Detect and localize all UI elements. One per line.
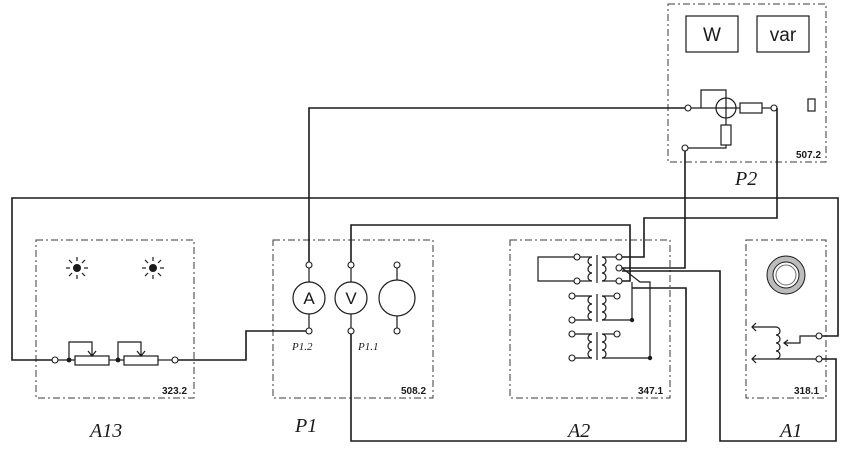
module-label-a1: A1 xyxy=(778,420,802,442)
terminal xyxy=(770,104,778,112)
lamp-icon xyxy=(142,257,164,279)
module-label-p1: P1 xyxy=(294,415,317,437)
terminal xyxy=(815,355,823,363)
module-label-a2: A2 xyxy=(566,420,590,442)
terminal-label-p1-1: P1.1 xyxy=(357,341,378,353)
terminal xyxy=(305,261,313,269)
terminal xyxy=(573,277,581,285)
meter-icon xyxy=(378,279,416,317)
watt-display xyxy=(685,15,739,53)
voltmeter-symbol: V xyxy=(345,289,357,308)
lamp-icon xyxy=(66,257,88,279)
wire xyxy=(11,197,839,361)
terminal xyxy=(684,104,692,112)
terminal xyxy=(681,144,689,152)
terminal xyxy=(51,356,59,364)
wire xyxy=(622,108,778,258)
module-code-p1: 508.2 xyxy=(401,386,426,397)
module-code-a13: 323.2 xyxy=(162,386,187,397)
module-frame-p2 xyxy=(667,3,827,163)
rheostat-icon xyxy=(68,341,110,366)
terminal xyxy=(615,253,623,261)
autotransformer-icon xyxy=(766,255,806,295)
terminal xyxy=(573,253,581,261)
module-code-p2: 507.2 xyxy=(796,150,821,161)
wire xyxy=(622,151,686,269)
transformer-icon xyxy=(587,255,607,283)
terminal xyxy=(171,356,179,364)
wire xyxy=(350,224,631,282)
terminal xyxy=(393,261,401,269)
wire xyxy=(350,287,687,442)
wire xyxy=(308,107,685,262)
terminal xyxy=(347,327,355,335)
module-frame-p1 xyxy=(272,239,434,399)
terminal xyxy=(613,292,621,300)
terminal xyxy=(305,327,313,335)
module-code-a2: 347.1 xyxy=(638,386,663,397)
module-label-a13: A13 xyxy=(88,420,122,442)
terminal xyxy=(615,264,623,272)
ammeter-symbol: A xyxy=(303,289,315,308)
module-code-a1: 318.1 xyxy=(794,386,819,397)
module-frame-a13 xyxy=(35,239,195,399)
terminal xyxy=(568,354,576,362)
transformer-icon xyxy=(587,294,607,322)
wire xyxy=(622,270,837,442)
rheostat-icon xyxy=(117,341,159,366)
module-frame-a1 xyxy=(745,239,827,399)
wire xyxy=(178,330,306,361)
terminal-label-p1-2: P1.2 xyxy=(291,341,313,353)
indicator-icon xyxy=(807,98,816,112)
terminal xyxy=(568,316,576,324)
var-display xyxy=(756,15,810,53)
terminal xyxy=(347,261,355,269)
watt-display-label: W xyxy=(703,25,721,46)
module-frame-a2 xyxy=(509,239,671,399)
module-label-p2: P2 xyxy=(734,168,757,190)
terminal xyxy=(568,330,576,338)
terminal xyxy=(613,330,621,338)
terminal xyxy=(568,292,576,300)
var-display-label: var xyxy=(770,25,797,46)
terminal xyxy=(393,327,401,335)
wattmeter-icon xyxy=(688,89,771,149)
transformer-icon xyxy=(587,332,607,360)
terminal xyxy=(815,332,823,340)
terminal xyxy=(615,277,623,285)
